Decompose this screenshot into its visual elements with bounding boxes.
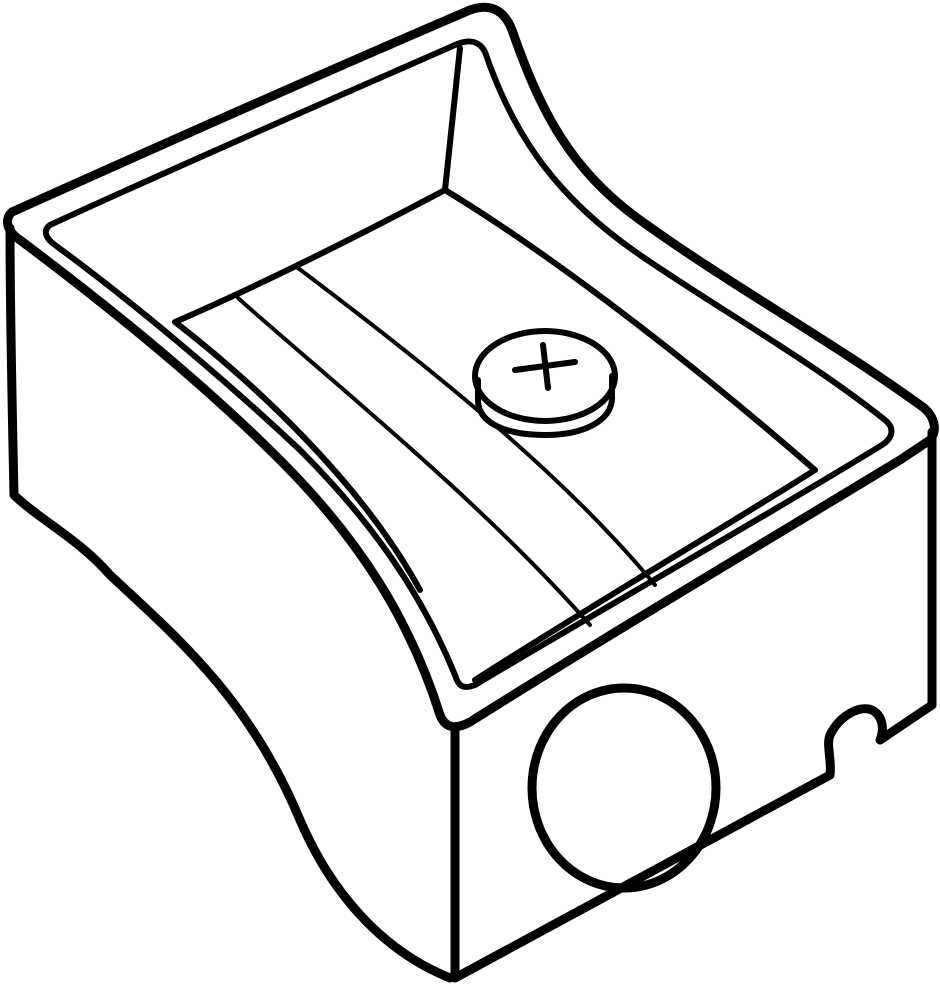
back-wall-edge <box>442 45 463 193</box>
pencil-hole <box>527 683 721 893</box>
inner-rim <box>42 38 895 690</box>
blade-edge-1 <box>236 296 592 627</box>
screw <box>472 328 618 438</box>
bottom-right-edge <box>450 700 937 983</box>
sharpener-body <box>3 2 939 983</box>
outer-rim <box>3 2 939 732</box>
cavity-floor <box>172 187 818 683</box>
cross-icon <box>512 342 578 391</box>
left-side <box>5 223 455 983</box>
